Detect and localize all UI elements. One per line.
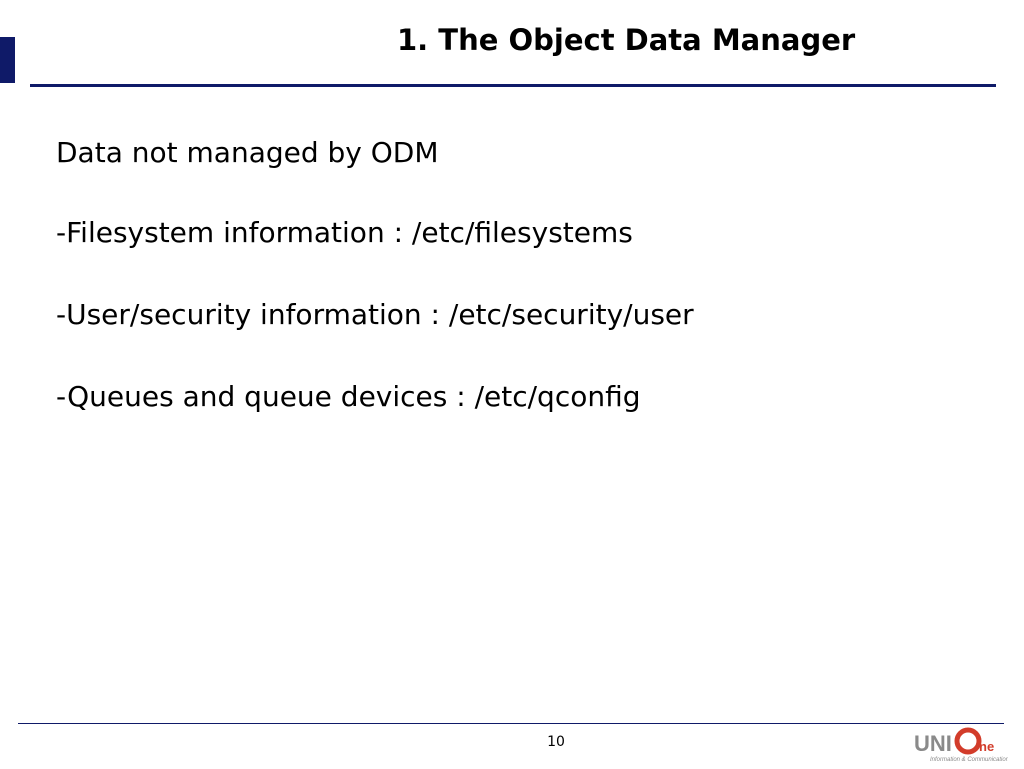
svg-text:UNI: UNI [914, 731, 952, 756]
unione-logo-icon: UNI ne Information & Communication [914, 727, 1010, 763]
footer-divider [18, 723, 1004, 724]
bullet-item-queues: -Queues and queue devices : /etc/qconfig [56, 380, 641, 413]
svg-text:Information & Communication: Information & Communication [930, 757, 1008, 763]
slide-title: 1. The Object Data Manager [397, 23, 856, 57]
slide-subtitle: Data not managed by ODM [56, 136, 439, 169]
bullet-item-filesystem: -Filesystem information : /etc/filesyste… [56, 216, 633, 249]
company-logo: UNI ne Information & Communication [912, 727, 1010, 765]
title-divider [30, 84, 996, 87]
title-accent-block [0, 37, 15, 83]
bullet-item-user-security: -User/security information : /etc/securi… [56, 298, 694, 331]
page-number: 10 [547, 734, 565, 750]
svg-text:ne: ne [979, 739, 994, 754]
